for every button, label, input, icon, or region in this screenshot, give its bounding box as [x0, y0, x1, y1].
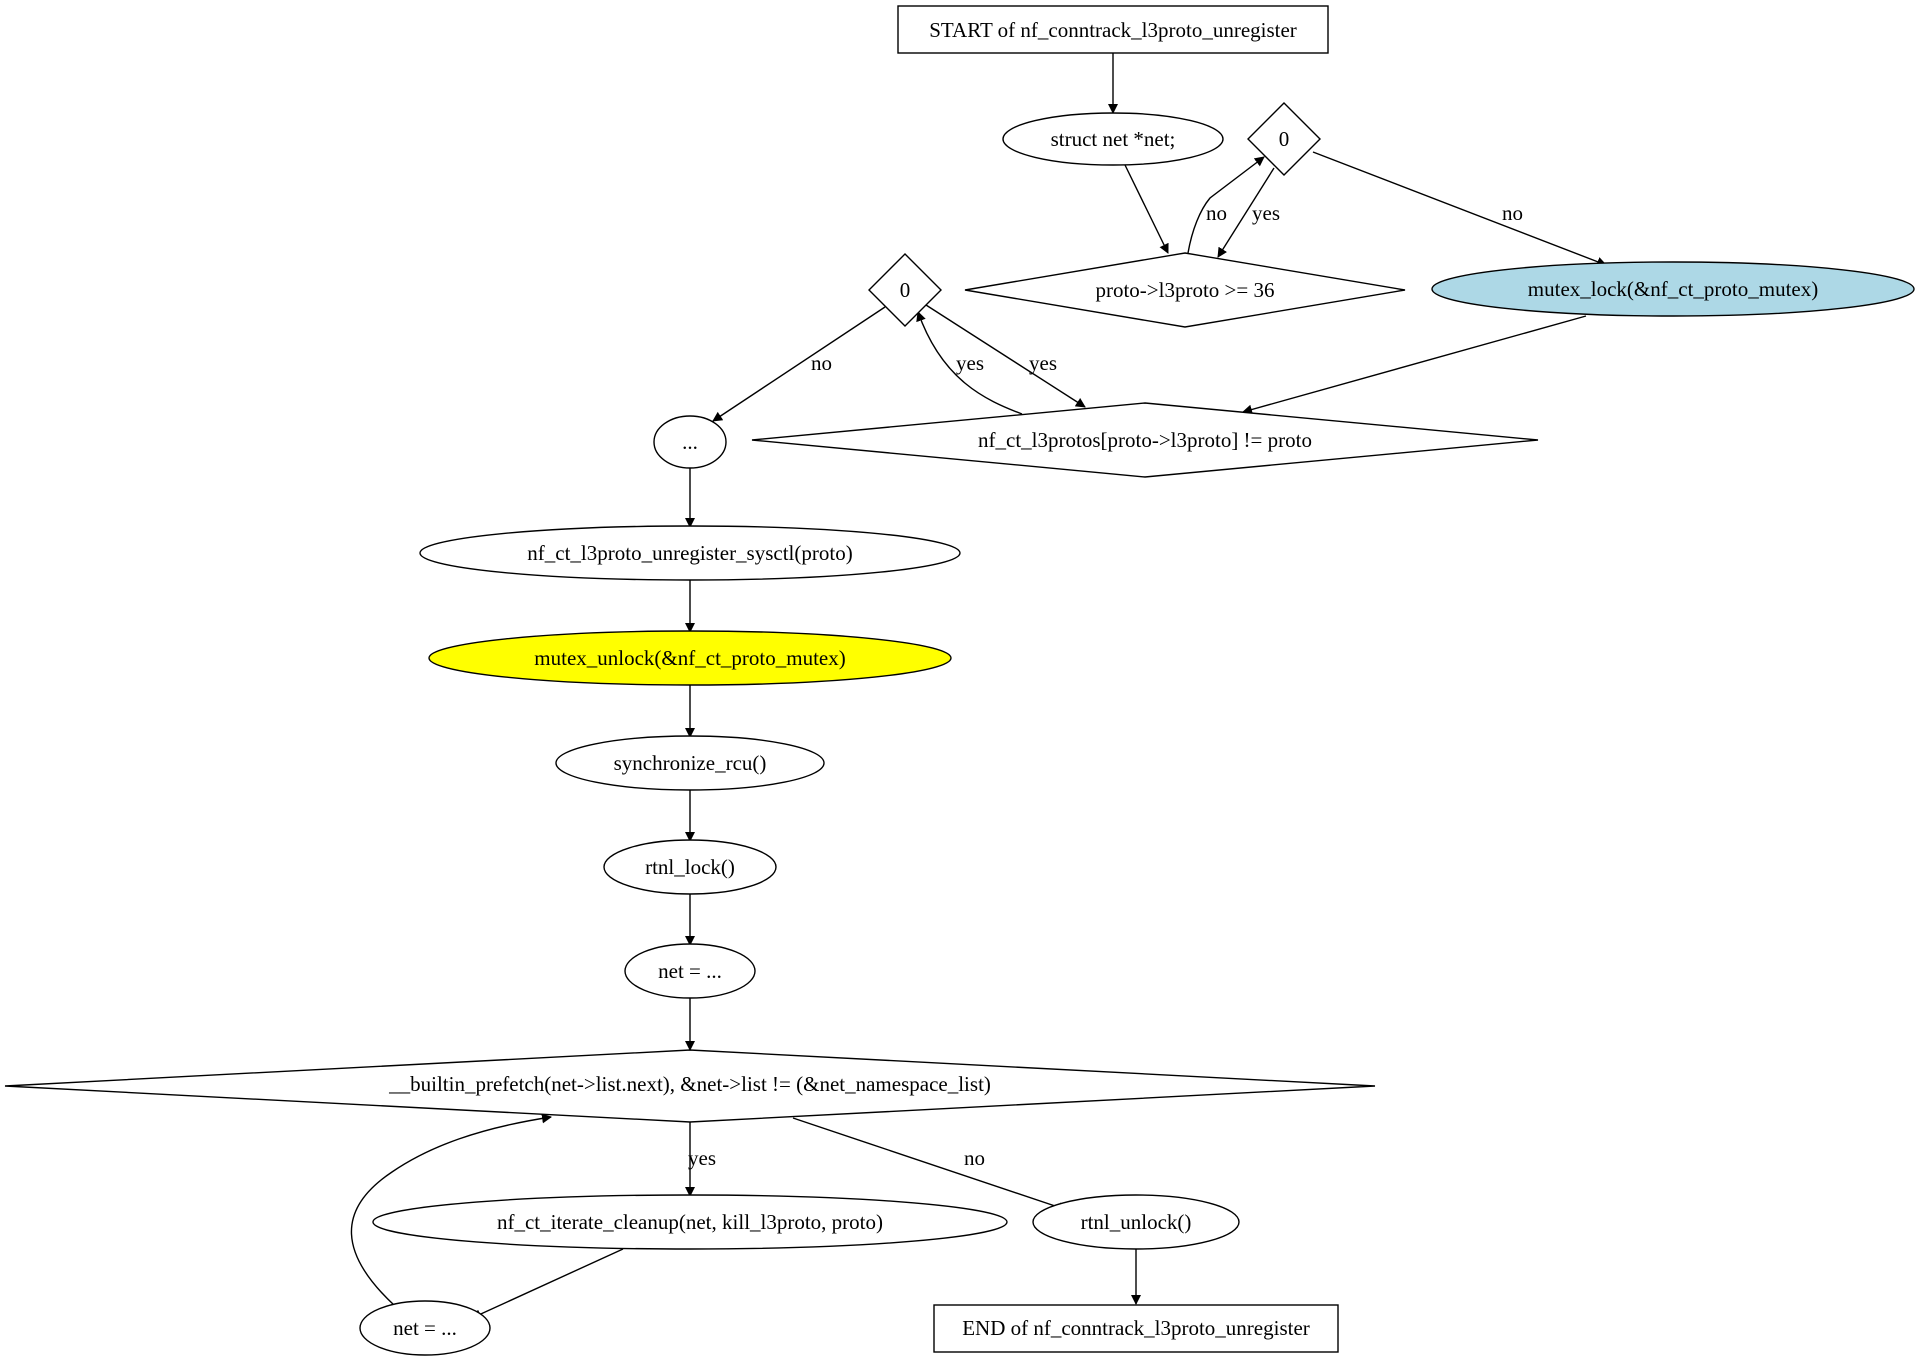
end-node: END of nf_conntrack_l3proto_unregister: [933, 1304, 1339, 1353]
edge-label-protos-to-mid0: yes: [956, 351, 984, 375]
net-assign1-label: net = ...: [658, 959, 722, 983]
net-assign1-node: net = ...: [624, 943, 756, 999]
edge-label-top0-to-l3proto: yes: [1252, 201, 1280, 225]
rtnl-lock-node: rtnl_lock(): [603, 839, 777, 895]
mutex-lock-node: mutex_lock(&nf_ct_proto_mutex): [1431, 261, 1915, 317]
rtnl-lock-label: rtnl_lock(): [645, 855, 735, 879]
edge-mid0-to-dots: [712, 306, 886, 422]
net-assign2-node: net = ...: [359, 1300, 491, 1356]
cond-loop-node: __builtin_prefetch(net->list.next), &net…: [4, 1049, 1376, 1123]
mutex-unlock-shape: [428, 630, 952, 686]
rtnl-unlock-node: rtnl_unlock(): [1032, 1194, 1240, 1250]
edge-loop-to-rtnl-unlock: [792, 1117, 1068, 1212]
unregister-sysctl-node: nf_ct_l3proto_unregister_sysctl(proto): [419, 525, 961, 581]
edge-label-loop-to-unlock: no: [964, 1146, 985, 1170]
edge-mid0-to-protos: [925, 304, 1086, 408]
net-assign2-label: net = ...: [393, 1316, 457, 1340]
cond-top0-node: 0: [1247, 102, 1321, 176]
edge-label-loop-to-iterate: yes: [688, 1146, 716, 1170]
iterate-cleanup-node: nf_ct_iterate_cleanup(net, kill_l3proto,…: [372, 1194, 1008, 1250]
dots-label: ...: [682, 430, 698, 454]
edge-protos-to-mid0: [916, 311, 1023, 415]
edge-label-mid0-to-protos: yes: [1029, 351, 1057, 375]
start-node-label: START of nf_conntrack_l3proto_unregister: [929, 18, 1297, 42]
edge-labels: no yes no yes yes no yes no: [688, 201, 1523, 1170]
unregister-sysctl-label: nf_ct_l3proto_unregister_sysctl(proto): [527, 541, 852, 565]
decl-node-label: struct net *net;: [1051, 127, 1176, 151]
edge-net2-to-loop: [350, 1113, 552, 1307]
cond-protos-node: nf_ct_l3protos[proto->l3proto] != proto: [751, 402, 1539, 478]
mutex-unlock-label: mutex_unlock(&nf_ct_proto_mutex): [534, 646, 845, 670]
edge-label-mid0-to-dots: no: [811, 351, 832, 375]
cond-mid0-label: 0: [900, 278, 911, 302]
sync-rcu-node: synchronize_rcu(): [555, 735, 825, 791]
edge-top0-to-l3proto: [1217, 167, 1275, 258]
cond-l3proto-node: proto->l3proto >= 36: [964, 252, 1406, 328]
iterate-cleanup-label: nf_ct_iterate_cleanup(net, kill_l3proto,…: [497, 1210, 883, 1234]
cond-top0-label: 0: [1279, 127, 1290, 151]
edge-l3proto-to-top0: [1187, 156, 1265, 254]
sync-rcu-label: synchronize_rcu(): [614, 751, 767, 775]
dots-node: ...: [653, 415, 727, 469]
cond-loop-label: __builtin_prefetch(net->list.next), &net…: [388, 1072, 991, 1096]
edge-top0-to-lock: [1312, 151, 1607, 267]
edge-iterate-to-net2: [471, 1248, 624, 1319]
mutex-unlock-node: mutex_unlock(&nf_ct_proto_mutex): [428, 630, 952, 686]
end-node-label: END of nf_conntrack_l3proto_unregister: [962, 1316, 1310, 1340]
start-node: START of nf_conntrack_l3proto_unregister: [897, 5, 1329, 54]
mutex-lock-label: mutex_lock(&nf_ct_proto_mutex): [1528, 277, 1818, 301]
cond-l3proto-label: proto->l3proto >= 36: [1095, 278, 1274, 302]
edge-lock-to-protos: [1242, 315, 1587, 415]
cond-mid0-node: 0: [868, 253, 942, 327]
edges: [350, 53, 1607, 1319]
cond-protos-label: nf_ct_l3protos[proto->l3proto] != proto: [978, 428, 1312, 452]
edge-label-top0-to-lock: no: [1502, 201, 1523, 225]
edge-label-l3proto-to-top0: no: [1206, 201, 1227, 225]
decl-node: struct net *net;: [1002, 112, 1224, 166]
rtnl-unlock-label: rtnl_unlock(): [1081, 1210, 1192, 1234]
edge-decl-to-l3proto: [1124, 164, 1169, 254]
mutex-lock-shape: [1431, 261, 1915, 317]
